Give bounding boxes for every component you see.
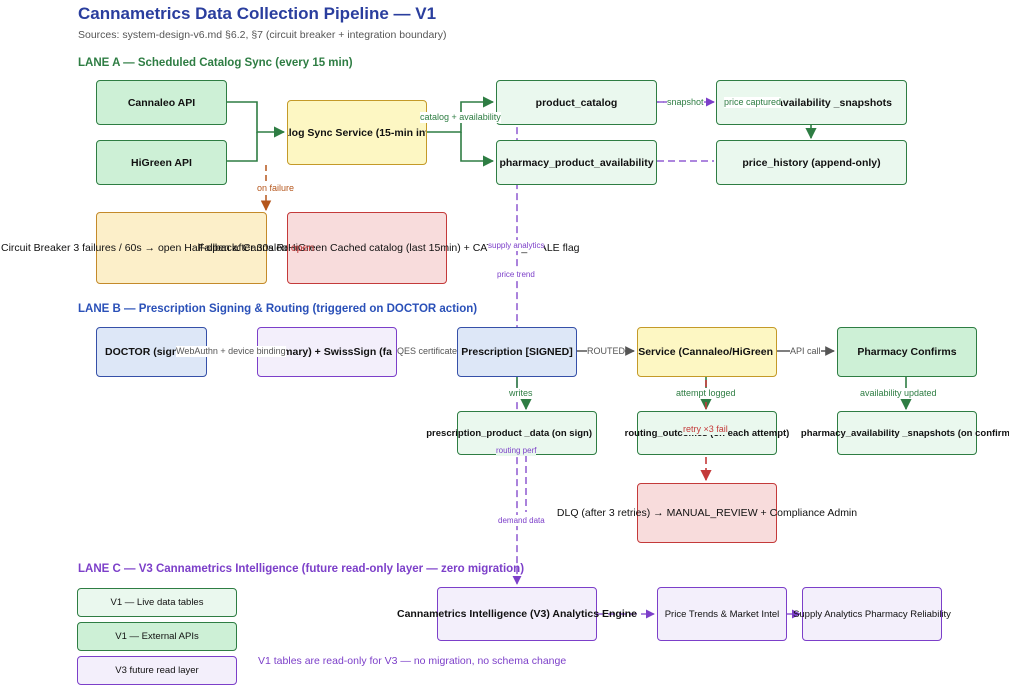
label-supply-analytics: supply analytics bbox=[488, 240, 545, 251]
node-circuit-breaker[interactable]: Circuit Breaker 3 failures / 60s → open … bbox=[1, 212, 304, 284]
label-webauthn: WebAuthn + device binding bbox=[176, 346, 286, 357]
label-retry: retry ×3 fail bbox=[683, 424, 728, 435]
legend-v3-layer: V3 future read layer bbox=[77, 656, 237, 685]
page-title: Cannametrics Data Collection Pipeline — … bbox=[78, 4, 437, 23]
edge-cannaleo-sync bbox=[227, 101, 286, 138]
label-on-failure: on failure bbox=[257, 183, 295, 194]
node-catalog-sync-service[interactable]: Catalog Sync Service (15-min interval) bbox=[287, 100, 427, 165]
node-signing-provider[interactable]: (primary) + SwissSign (fa bbox=[257, 327, 397, 377]
lane-a-heading: LANE A — Scheduled Catalog Sync (every 1… bbox=[78, 57, 353, 69]
label-attempt-logged: attempt logged bbox=[676, 388, 736, 399]
label-api-call: API call bbox=[790, 346, 821, 357]
node-pharmacy-product-availability[interactable]: pharmacy_product_availability bbox=[496, 140, 657, 185]
node-cannaleo-api[interactable]: Cannaleo API bbox=[96, 80, 227, 125]
label-catalog-availability: catalog + availability bbox=[420, 112, 501, 123]
node-pharmacy-confirms[interactable]: Pharmacy Confirms bbox=[837, 327, 977, 377]
edge-sync-availability bbox=[460, 132, 495, 167]
fallback-label: Fallback: Cannaleo open bbox=[198, 242, 315, 254]
label-routed: ROUTED bbox=[587, 346, 625, 357]
label-snapshot: snapshot bbox=[667, 97, 704, 108]
node-higreen-cached[interactable]: HiGreen Cached catalog (last 15min) + CA… bbox=[287, 212, 580, 284]
node-dlq[interactable]: DLQ (after 3 retries) → MANUAL_REVIEW + … bbox=[557, 483, 857, 543]
edge-higreen-sync bbox=[227, 132, 258, 162]
node-pharmacy-availability-snapshots[interactable]: pharmacy_availability _snapshots (on con… bbox=[801, 411, 1009, 455]
circuit-breaker-label: Circuit Breaker 3 failures / 60s → open … bbox=[1, 242, 304, 254]
label-qes-certificate: QES certificate bbox=[397, 346, 458, 357]
label-price-captured: price captured bbox=[724, 97, 782, 108]
label-availability-updated: availability updated bbox=[860, 388, 937, 399]
fallback-open-word: open bbox=[290, 242, 315, 254]
node-product-catalog[interactable]: product_catalog bbox=[496, 80, 657, 125]
lane-c-heading: LANE C — V3 Cannametrics Intelligence (f… bbox=[78, 563, 525, 575]
note-read-only: V1 tables are read-only for V3 — no migr… bbox=[258, 655, 567, 667]
node-price-history[interactable]: price_history (append-only) bbox=[716, 140, 907, 185]
label-routing-perf: routing perf bbox=[496, 445, 537, 456]
node-analytics-engine[interactable]: Cannametrics Intelligence (V3) Analytics… bbox=[397, 587, 637, 641]
node-supply-analytics[interactable]: Supply Analytics Pharmacy Reliability bbox=[793, 587, 951, 641]
label-demand-data: demand data bbox=[498, 515, 545, 526]
node-price-trends[interactable]: Price Trends & Market Intel bbox=[657, 587, 787, 641]
legend-live-tables: V1 — Live data tables bbox=[77, 588, 237, 617]
node-higreen-api[interactable]: HiGreen API bbox=[96, 140, 227, 185]
page-subtitle: Sources: system-design-v6.md §6.2, §7 (c… bbox=[78, 29, 447, 41]
node-prescription-signed[interactable]: Prescription [SIGNED] bbox=[457, 327, 577, 377]
lane-b-heading: LANE B — Prescription Signing & Routing … bbox=[78, 303, 478, 315]
legend-external-apis: V1 — External APIs bbox=[77, 622, 237, 651]
node-routing-service[interactable]: Routing Service (Cannaleo/HiGreen bbox=[637, 327, 777, 377]
label-price-trend: price trend bbox=[497, 269, 535, 280]
label-writes: writes bbox=[509, 388, 533, 399]
